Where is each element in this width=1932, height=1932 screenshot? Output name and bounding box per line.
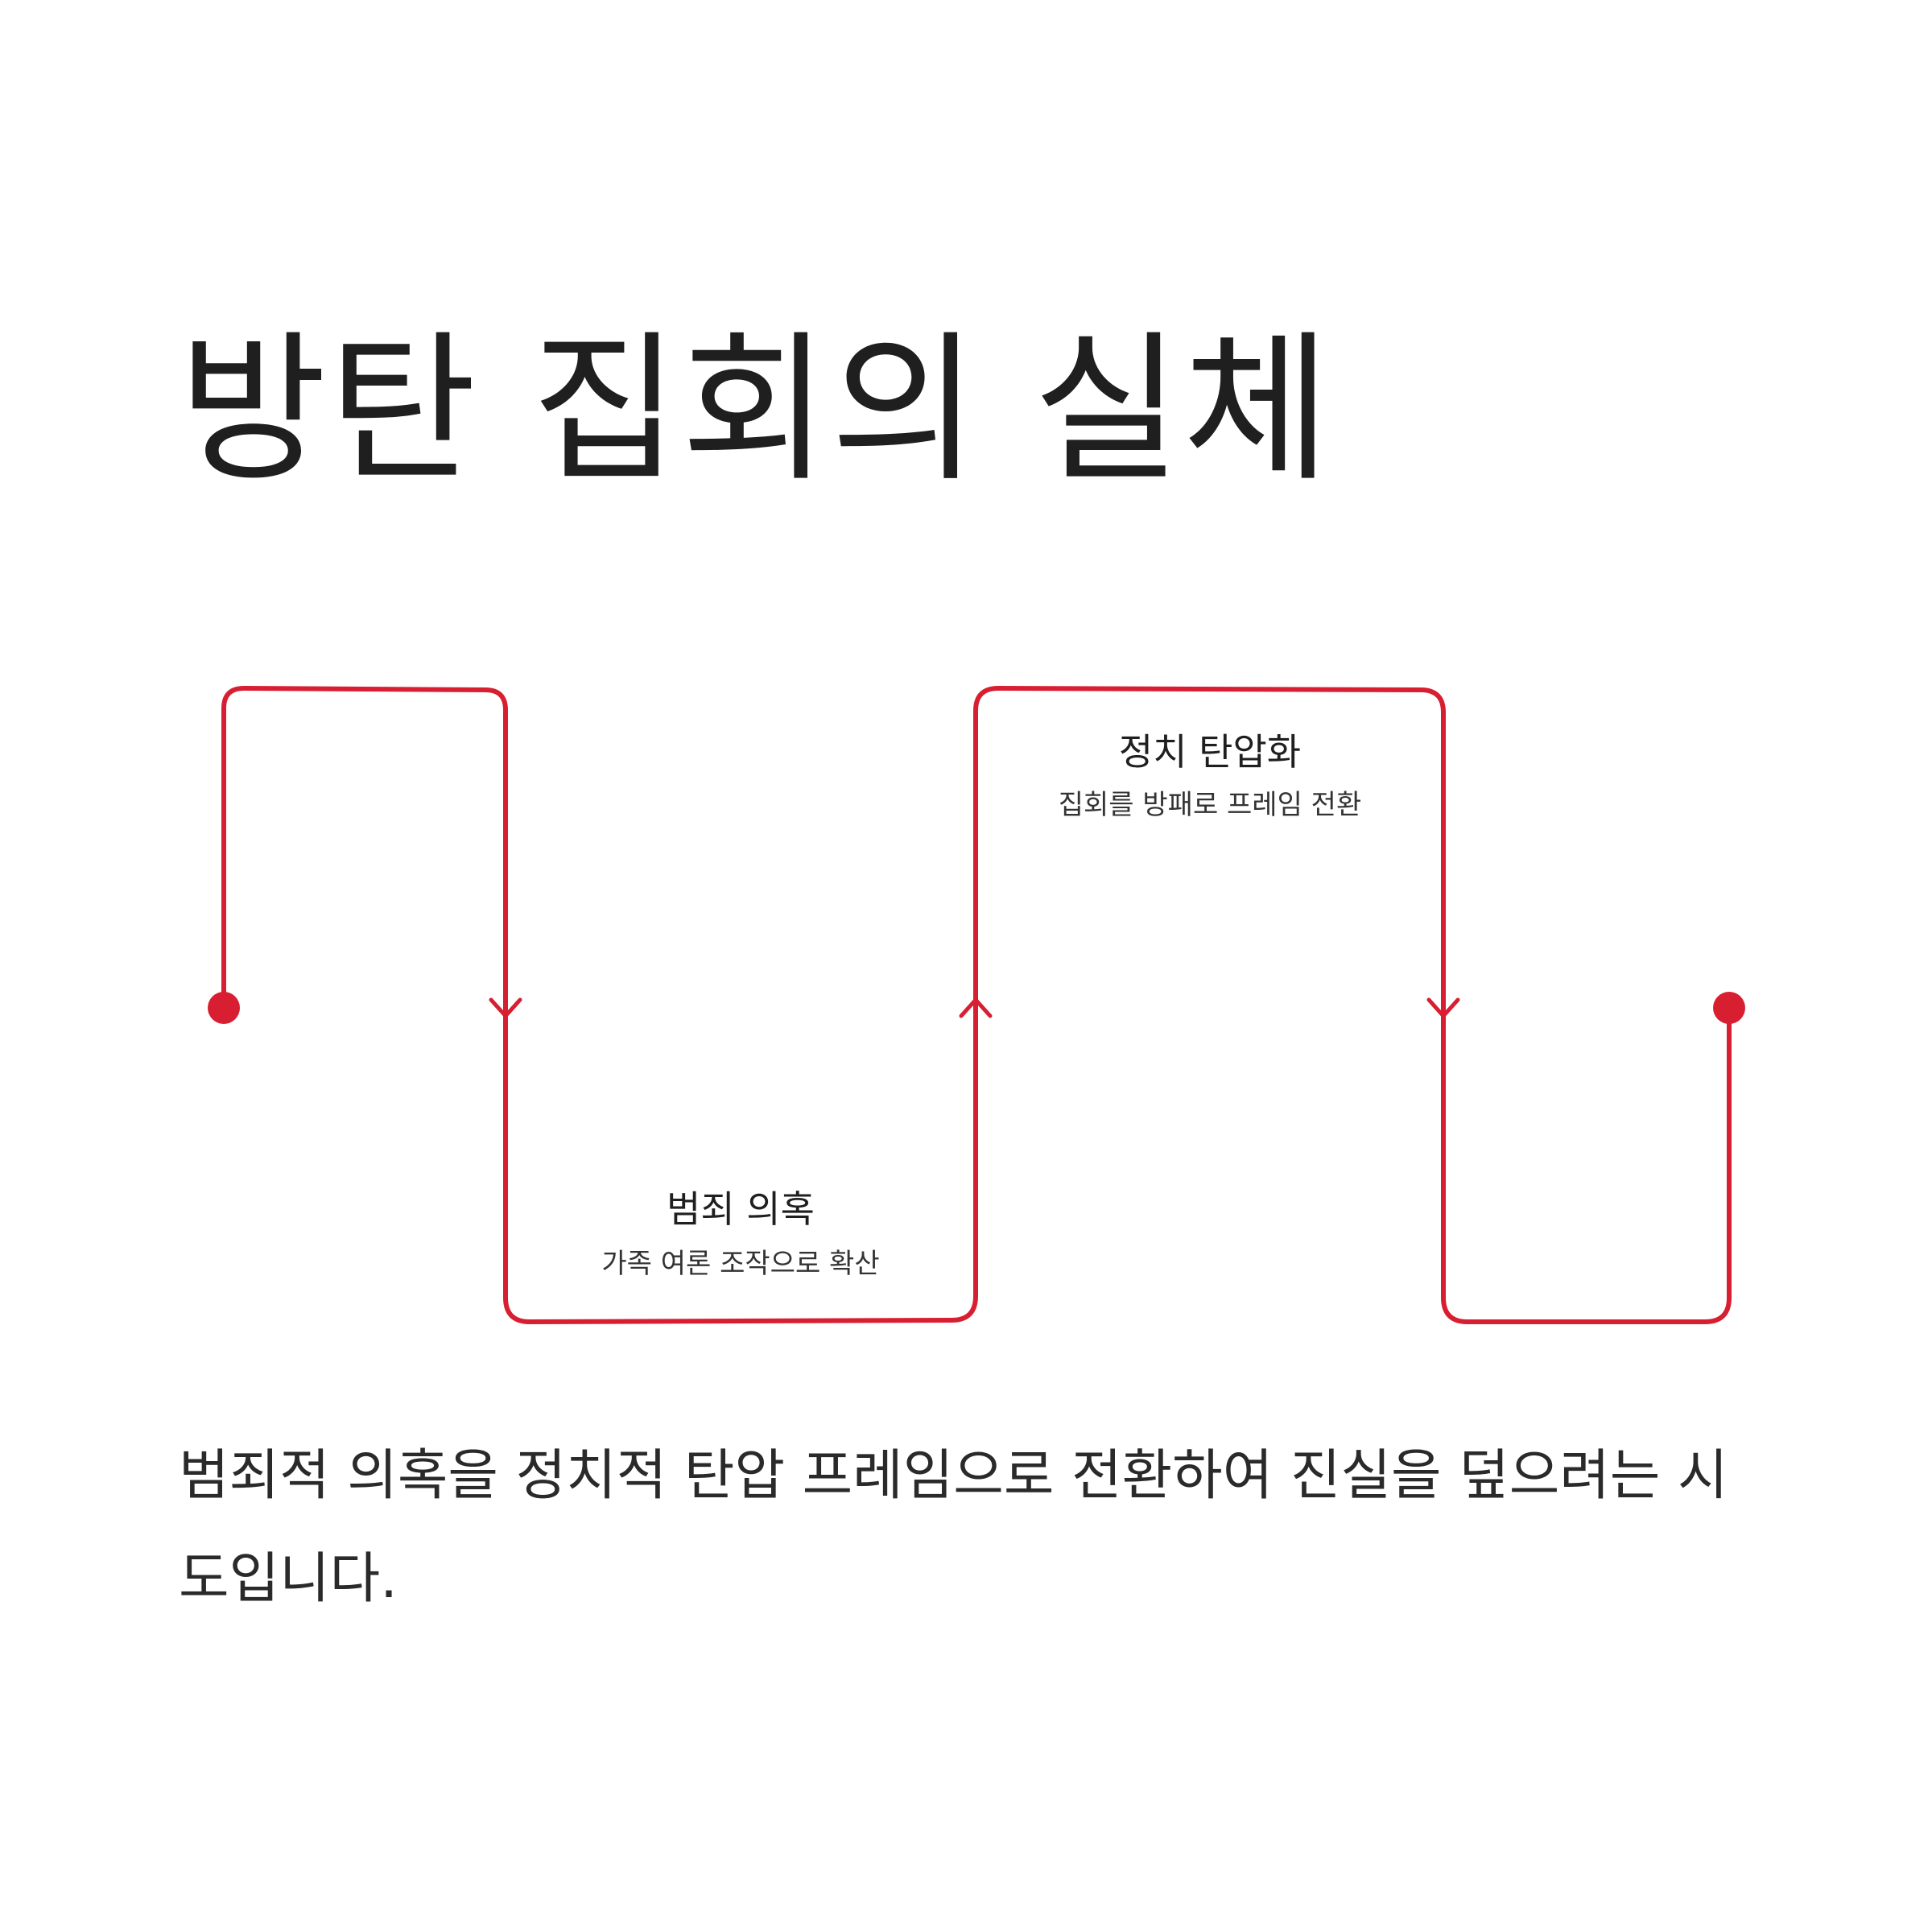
step-subtitle-crime-suspicion: 가족 여론 조작으로 확산: [601, 1248, 880, 1280]
page-title: 방탄 집회의 실체: [179, 316, 1333, 504]
arrow-down-icon: [489, 997, 522, 1018]
flow-line: [221, 686, 1732, 1324]
step-title-political-oppression: 정치 탄압화: [1118, 730, 1302, 774]
caption-text: 범죄적 의혹을 정치적 탄압 프레임으로 전환하여 진실을 덮으려는 시도입니다…: [179, 1444, 1728, 1611]
end-dot: [1713, 992, 1745, 1024]
arrow-up-icon: [959, 997, 993, 1018]
step-subtitle-political-oppression: 집회를 방패로 프레임 전환: [1058, 789, 1362, 821]
arrow-down-icon: [1426, 997, 1460, 1018]
step-title-crime-suspicion: 범죄 의혹: [667, 1187, 815, 1231]
start-dot: [208, 992, 240, 1024]
